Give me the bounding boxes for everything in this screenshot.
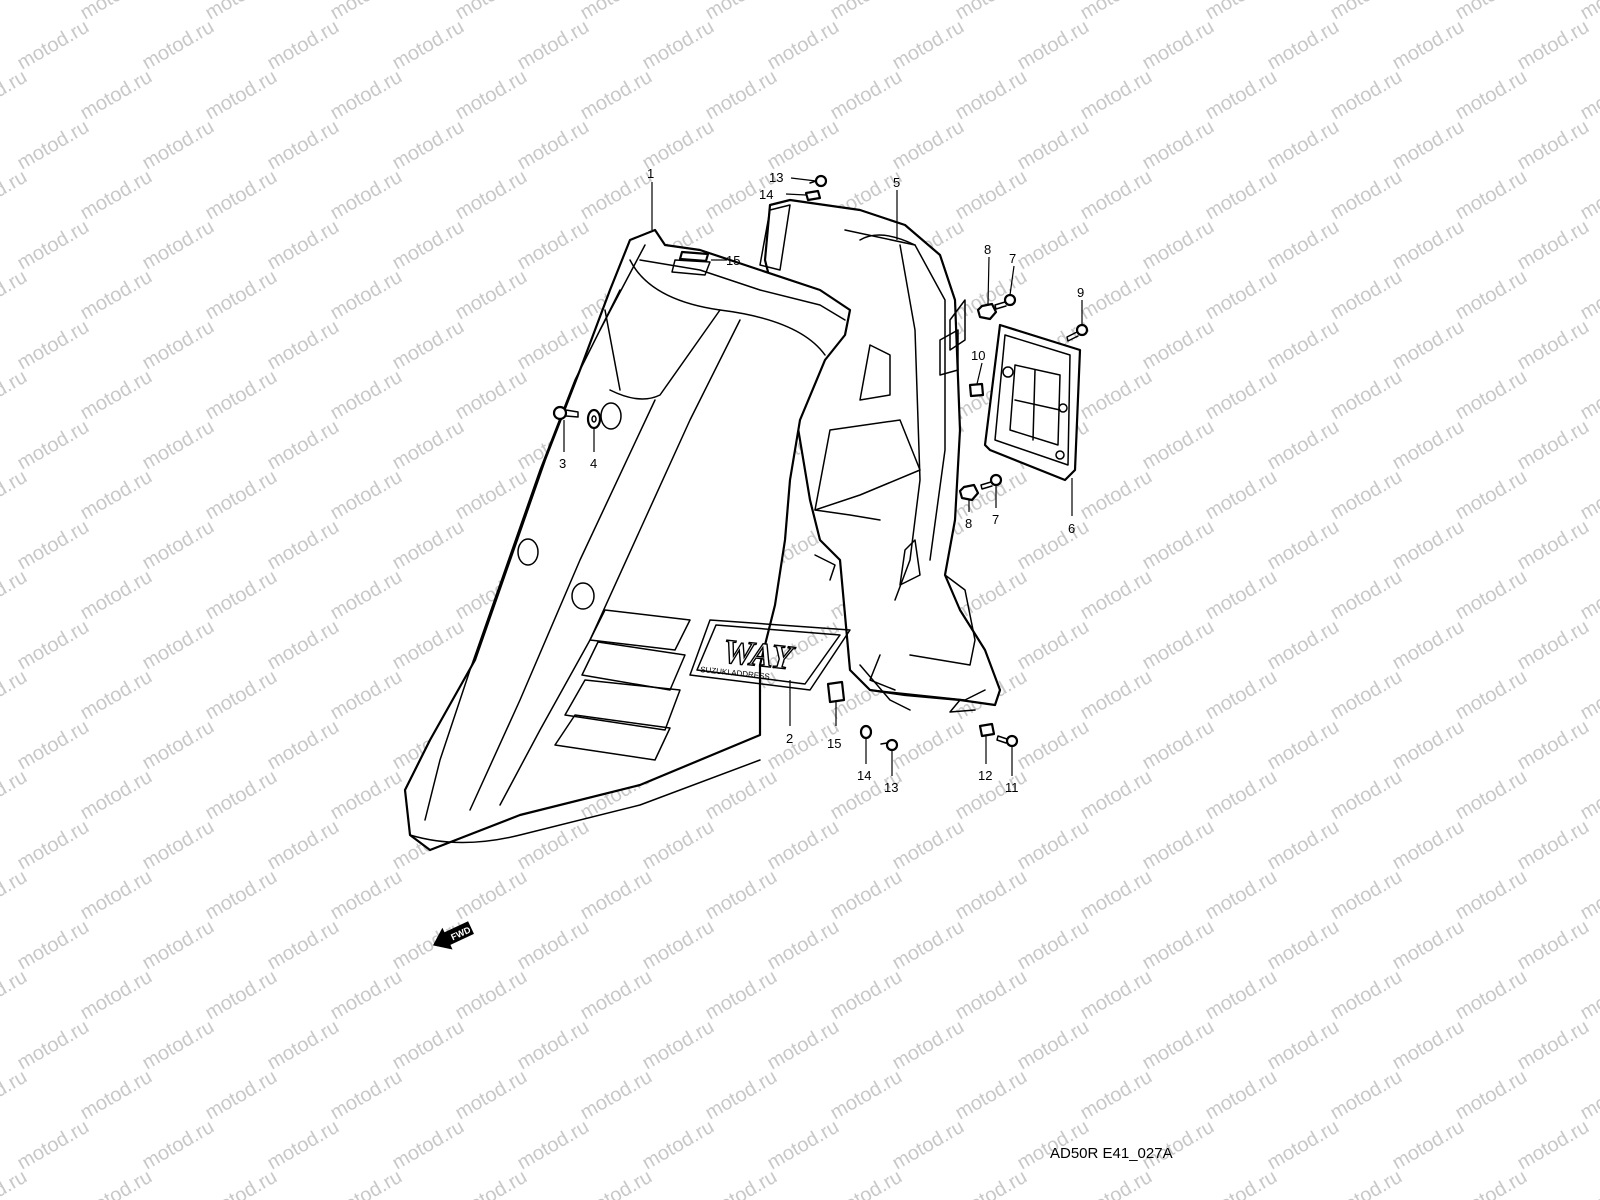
clip-15-bottom [826, 680, 846, 704]
callout-11: 11 [1005, 780, 1019, 795]
callout-8-bottom: 8 [965, 516, 972, 531]
inspection-lid [983, 323, 1082, 482]
callout-13-top: 13 [769, 170, 783, 185]
callout-9: 9 [1077, 285, 1084, 300]
callout-8-top: 8 [984, 242, 991, 257]
front-leg-shield [403, 204, 852, 852]
callout-15-bottom: 15 [827, 736, 841, 751]
callout-7-top: 7 [1009, 251, 1016, 266]
screw-11 [996, 734, 1019, 748]
callout-14-bottom: 14 [857, 768, 871, 783]
bolt-7-top [994, 293, 1017, 310]
screw-13-bottom [880, 738, 899, 752]
callout-2: 2 [786, 731, 793, 746]
washer-14-top [804, 189, 822, 202]
leader-lines [563, 177, 1083, 776]
callout-10: 10 [971, 348, 985, 363]
screw-3 [552, 405, 579, 421]
screw-9 [1066, 323, 1089, 342]
callout-15-top: 15 [726, 253, 740, 268]
clip-10 [968, 382, 985, 398]
nut-8-top [976, 302, 998, 321]
washer-14-bottom [859, 724, 873, 740]
clip-15-top [678, 250, 710, 263]
forward-direction-arrow: FWD [432, 921, 474, 950]
callout-5: 5 [893, 175, 900, 190]
callout-7-bottom: 7 [992, 512, 999, 527]
callout-12: 12 [978, 768, 992, 783]
callout-6: 6 [1068, 521, 1075, 536]
diagram-code: AD50R E41_027A [1050, 1145, 1173, 1162]
callout-14-top: 14 [759, 187, 773, 202]
washer-4 [586, 408, 602, 430]
bolt-7-bottom [980, 473, 1003, 490]
callout-4: 4 [590, 456, 597, 471]
decal-main-text: WAY [721, 633, 797, 677]
inner-leg-shield [763, 198, 1002, 713]
callout-1: 1 [647, 166, 654, 181]
clip-12 [978, 722, 996, 738]
callout-13-bottom: 13 [884, 780, 898, 795]
callout-labels: 1 2 3 4 5 6 7 7 8 8 9 10 11 12 13 13 14 … [559, 166, 1084, 795]
way-emblem-decal: WAY SUZUKI ADDRESS [689, 619, 851, 691]
callout-3: 3 [559, 456, 566, 471]
nut-8-bottom [958, 483, 980, 502]
